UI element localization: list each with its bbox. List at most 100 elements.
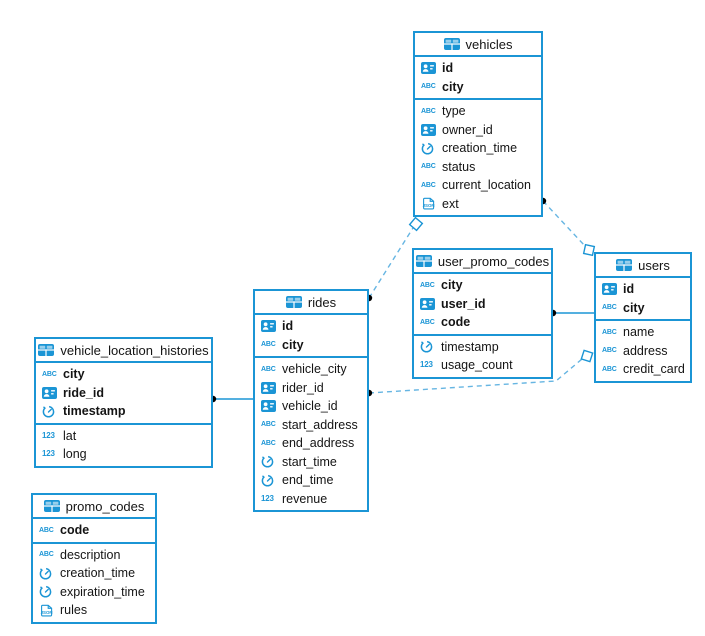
column-name: lat bbox=[63, 428, 77, 443]
column-name: city bbox=[63, 367, 85, 382]
column-row: id bbox=[415, 59, 541, 78]
timestamp-type-icon bbox=[261, 455, 279, 468]
columns-section: timestamp 123 usage_count bbox=[414, 336, 551, 377]
column-row: creation_time bbox=[33, 564, 155, 583]
column-name: status bbox=[442, 159, 476, 174]
column-name: timestamp bbox=[63, 404, 126, 419]
relationship-vehicle_location_histories-rides[interactable] bbox=[209, 395, 253, 403]
timestamp-type-icon bbox=[421, 142, 439, 155]
relationship-square-marker bbox=[408, 216, 424, 232]
text-type-icon: ABC bbox=[261, 365, 276, 373]
table-title: vehicle_location_histories bbox=[60, 342, 209, 358]
relationship-vehicles-users[interactable] bbox=[539, 197, 596, 257]
column-row: ABC city bbox=[36, 365, 211, 384]
text-type-icon: ABC bbox=[421, 181, 436, 189]
column-row: id bbox=[596, 280, 690, 299]
column-row: user_id bbox=[414, 295, 551, 314]
text-type-icon: ABC bbox=[421, 107, 436, 115]
table-icon bbox=[285, 296, 303, 308]
column-name: city bbox=[282, 337, 304, 352]
number-type-icon: 123 bbox=[42, 449, 55, 459]
primary-key-section: ABC city ride_id timestamp bbox=[36, 363, 211, 425]
column-name: rider_id bbox=[282, 380, 324, 395]
column-row: 123 long bbox=[36, 445, 211, 464]
text-type-icon: ABC bbox=[39, 526, 54, 534]
column-name: name bbox=[623, 325, 655, 340]
column-row: vehicle_id bbox=[255, 397, 367, 416]
table-header: users bbox=[596, 254, 690, 278]
uuid-type-icon bbox=[421, 62, 439, 75]
json-type-icon: JSON bbox=[39, 604, 57, 617]
text-type-icon: ABC bbox=[602, 304, 617, 312]
column-row: 123 lat bbox=[36, 427, 211, 446]
table-title: user_promo_codes bbox=[437, 253, 550, 269]
timestamp-type-icon bbox=[42, 405, 60, 418]
relationship-square-marker bbox=[582, 243, 596, 257]
column-name: usage_count bbox=[441, 358, 513, 373]
column-name: code bbox=[60, 523, 90, 538]
column-name: rules bbox=[60, 603, 88, 618]
text-type-icon: ABC bbox=[602, 365, 617, 373]
column-name: description bbox=[60, 547, 121, 562]
timestamp-type-icon bbox=[39, 585, 57, 598]
timestamp-type-icon bbox=[39, 567, 57, 580]
column-name: ext bbox=[442, 196, 459, 211]
column-row: id bbox=[255, 317, 367, 336]
number-type-icon: 123 bbox=[420, 360, 433, 370]
timestamp-type-icon bbox=[261, 474, 279, 487]
table-header: vehicle_location_histories bbox=[36, 339, 211, 363]
column-name: ride_id bbox=[63, 385, 104, 400]
column-row: owner_id bbox=[415, 121, 541, 140]
column-name: vehicle_city bbox=[282, 362, 347, 377]
text-type-icon: ABC bbox=[420, 281, 435, 289]
column-row: ABC description bbox=[33, 546, 155, 565]
column-name: timestamp bbox=[441, 339, 499, 354]
column-name: id bbox=[623, 282, 635, 297]
column-name: end_address bbox=[282, 436, 355, 451]
column-name: revenue bbox=[282, 491, 328, 506]
text-type-icon: ABC bbox=[39, 551, 54, 559]
number-type-icon: 123 bbox=[42, 430, 55, 440]
text-type-icon: ABC bbox=[602, 347, 617, 355]
column-name: long bbox=[63, 447, 87, 462]
text-type-icon: ABC bbox=[42, 370, 57, 378]
column-row: ride_id bbox=[36, 384, 211, 403]
table-header: user_promo_codes bbox=[414, 250, 551, 274]
uuid-type-icon bbox=[261, 381, 279, 394]
column-name: city bbox=[441, 278, 463, 293]
json-type-icon: JSON bbox=[421, 197, 439, 210]
column-row: timestamp bbox=[414, 338, 551, 357]
column-row: rider_id bbox=[255, 379, 367, 398]
column-row: start_time bbox=[255, 453, 367, 472]
column-name: id bbox=[442, 61, 454, 76]
text-type-icon: ABC bbox=[261, 421, 276, 429]
relationship-user_promo_codes-users[interactable] bbox=[549, 309, 594, 317]
uuid-type-icon bbox=[421, 123, 439, 136]
text-type-icon: ABC bbox=[421, 83, 436, 91]
table-icon bbox=[415, 255, 433, 267]
column-name: start_time bbox=[282, 454, 337, 469]
svg-text:JSON: JSON bbox=[423, 203, 435, 208]
column-name: owner_id bbox=[442, 122, 493, 137]
timestamp-type-icon bbox=[420, 340, 438, 353]
column-row: end_time bbox=[255, 471, 367, 490]
table-title: users bbox=[638, 257, 670, 273]
